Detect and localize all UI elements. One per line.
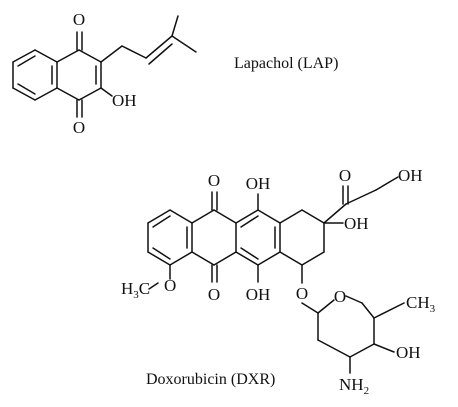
dxr-oh-sugar: OH: [396, 343, 421, 362]
dxr-amine-nh: NH: [339, 375, 364, 394]
dxr-o-ketone: O: [339, 166, 351, 185]
dxr-o-quinone-top: O: [208, 171, 220, 190]
dxr-o-glycoside: O: [296, 284, 308, 303]
lapachol-structure: O O OH: [12, 10, 197, 137]
dxr-oh-ring: OH: [344, 214, 369, 233]
lapachol-caption: Lapachol (LAP): [234, 55, 338, 72]
lapachol-o-top: O: [73, 10, 85, 29]
lapachol-benzene-ring: [12, 49, 58, 101]
dxr-oh-chain: OH: [398, 166, 423, 185]
dxr-ring-c: [235, 193, 281, 283]
dxr-methoxy-group: H3C: [121, 279, 150, 301]
dxr-methoxy-subscript: 3: [133, 289, 139, 301]
dxr-methyl-subscript: 3: [430, 303, 436, 315]
dxr-ring-d: [279, 176, 399, 314]
dxr-amine-subscript: 2: [364, 385, 370, 397]
dxr-sugar-ring: [317, 295, 405, 374]
lapachol-oh: OH: [112, 91, 137, 110]
dxr-ring-b: [191, 191, 237, 283]
dxr-o-sugar-ring: O: [334, 287, 346, 306]
lapachol-prenyl-chain: [100, 15, 197, 65]
dxr-oh-bottom: OH: [246, 285, 271, 304]
dxr-amine: NH2: [339, 375, 369, 397]
dxr-methyl-ch: CH: [406, 293, 430, 312]
doxorubicin-structure: O O OH OH O OH OH H3C O O O CH3 OH NH2: [121, 166, 436, 397]
dxr-methoxy-h: H: [121, 279, 133, 298]
dxr-o-quinone-bottom: O: [208, 285, 220, 304]
lapachol-o-bottom: O: [73, 118, 85, 137]
doxorubicin-caption: Doxorubicin (DXR): [146, 371, 275, 388]
dxr-methoxy-c: C: [139, 279, 150, 298]
lapachol-quinone-ring: [56, 31, 113, 118]
dxr-o-methoxy: O: [164, 276, 176, 295]
dxr-methyl: CH3: [406, 293, 436, 315]
dxr-ring-a: [147, 209, 193, 280]
dxr-oh-top: OH: [246, 174, 271, 193]
